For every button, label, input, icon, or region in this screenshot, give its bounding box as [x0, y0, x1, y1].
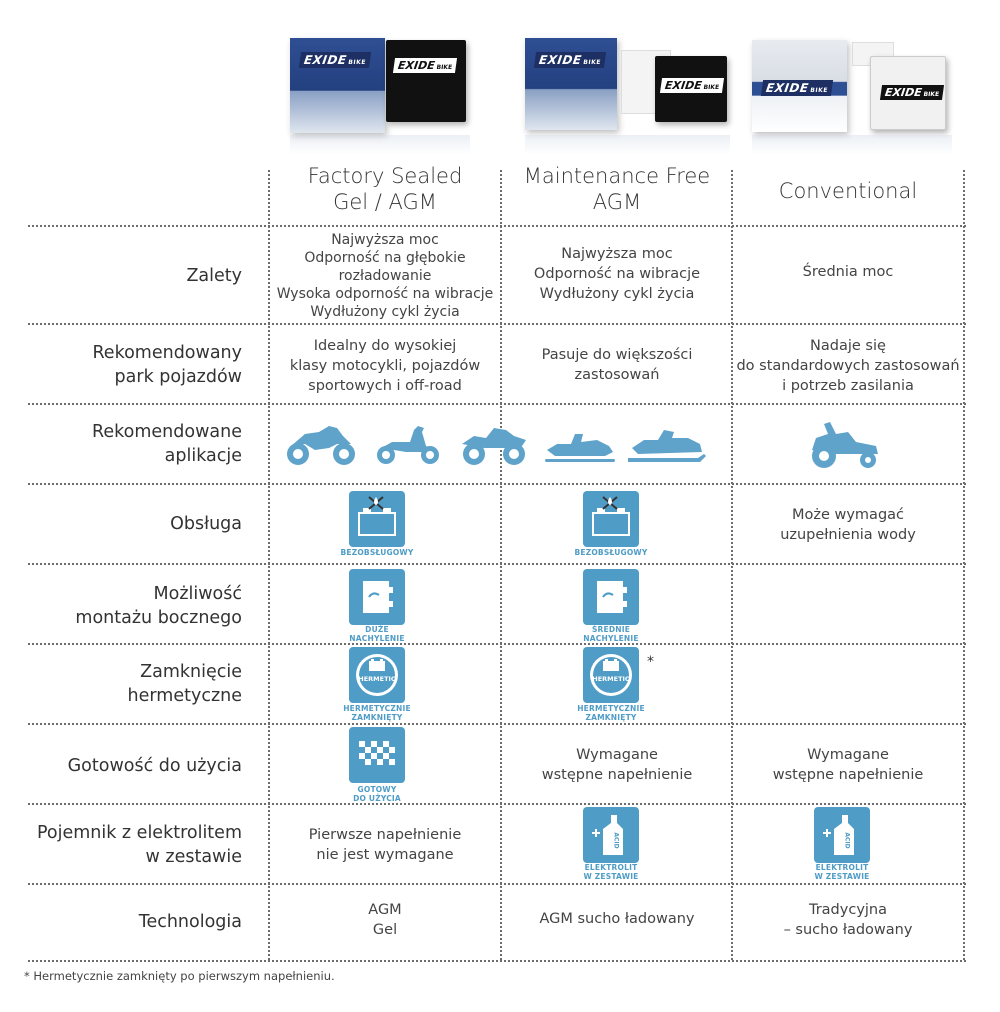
cell-elektrolit-gel-agm: Pierwsze napełnienie nie jest wymagane [308, 827, 462, 863]
column-title-gel-agm: Factory Sealed Gel / AGM [307, 164, 463, 214]
caption-maintenance-free: BEZOBSŁUGOWY [574, 548, 648, 557]
row-label-gotowosc: Gotowość do użycia [67, 756, 242, 776]
footnote: * Hermetycznie zamknięty po pierwszym na… [24, 969, 335, 983]
row-label-zalety: Zalety [186, 266, 242, 286]
row-label-montaz: Możliwość montażu bocznego [75, 584, 242, 628]
cell-obsluga-conventional: Może wymagać uzupełnienia wody [780, 507, 916, 543]
battery: EXIDEBIKE [655, 56, 727, 122]
reflection [525, 135, 730, 155]
sport-motorcycle-icon [287, 426, 355, 465]
grid-hline [28, 483, 966, 485]
exide-logo: EXIDEBIKE [879, 85, 945, 100]
hermetic-badge: HERMETIC [592, 675, 630, 683]
caption-medium-tilt: ŚREDNIE NACHYLENIE [583, 625, 639, 643]
product-image-conventional: EXIDEBIKE EXIDEBIKE [752, 30, 952, 155]
cell-technologia-gel-agm: AGM Gel [368, 902, 402, 938]
column-title-conventional: Conventional [778, 179, 918, 203]
cell-zalety-agm: Najwyższa moc Odporność na wibracje Wydł… [533, 246, 701, 302]
grid-hline [28, 723, 966, 725]
battery-box: EXIDEBIKE [290, 38, 385, 133]
cell-park-conventional: Nadaje się do standardowych zastosowań i… [736, 338, 960, 394]
atv-icon [462, 428, 526, 465]
acid-label: ACID [612, 832, 620, 849]
snowmobile-icon [628, 430, 706, 462]
hermetic-icon: HERMETIC [349, 647, 405, 703]
row-label-hermetic: Zamknięcie hermetyczne [127, 662, 242, 706]
hermetic-icon: HERMETIC [583, 647, 639, 703]
grid-hline [28, 323, 966, 325]
ready-to-use-flag-icon [349, 727, 405, 783]
grid-hline [28, 960, 966, 962]
maintenance-free-icon [583, 491, 639, 547]
side-mount-tilt-icon [583, 569, 639, 625]
grid-hline [28, 225, 966, 227]
grid-hline [28, 403, 966, 405]
grid-hline [28, 643, 966, 645]
cell-zalety-conventional: Średnia moc [802, 264, 894, 280]
grid-hline [28, 563, 966, 565]
cell-park-agm: Pasuje do większości zastosowań [541, 347, 693, 383]
grid-hline [28, 803, 966, 805]
exide-logo: EXIDEBIKE [298, 52, 372, 68]
cell-gotowosc-agm: Wymagane wstępne napełnienie [541, 747, 693, 783]
cell-technologia-agm: AGM sucho ładowany [539, 911, 695, 927]
battery-box: EXIDEBIKE [752, 40, 847, 132]
side-mount-tilt-icon [349, 569, 405, 625]
grid-vline [500, 170, 502, 960]
reflection [752, 135, 952, 155]
cell-technologia-conventional: Tradycyjna – sucho ładowany [783, 902, 913, 938]
row-label-aplikacje: Rekomendowane aplikacje [92, 422, 242, 466]
grid-vline [731, 170, 733, 960]
cell-park-gel-agm: Idealny do wysokiej klasy motocykli, poj… [289, 338, 481, 394]
exide-logo: EXIDEBIKE [533, 52, 607, 68]
grid-vline [268, 170, 270, 960]
footnote-marker: * [647, 654, 654, 670]
acid-bottle-icon: ACID [583, 807, 639, 863]
scooter-icon [377, 426, 439, 464]
reflection [290, 135, 470, 155]
row-label-elektrolit: Pojemnik z elektrolitem w zestawie [36, 823, 242, 867]
grid-hline [28, 883, 966, 885]
grid-vline [963, 170, 965, 960]
acid-label: ACID [843, 832, 851, 849]
battery: EXIDEBIKE [386, 40, 466, 122]
jet-ski-icon [545, 434, 615, 462]
caption-hermetic: HERMETYCZNIE ZAMKNIĘTY [343, 704, 411, 722]
product-image-agm: EXIDEBIKE EXIDEBIKE [525, 30, 730, 155]
cell-gotowosc-conventional: Wymagane wstępne napełnienie [772, 747, 924, 783]
acid-bottle-icon: ACID [814, 807, 870, 863]
row-label-technologia: Technologia [138, 912, 242, 932]
caption-electrolyte-included: ELEKTROLIT W ZESTAWIE [814, 863, 870, 881]
lawn-tractor-icon [812, 422, 878, 468]
battery: EXIDEBIKE [870, 56, 946, 130]
product-image-gel-agm: EXIDEBIKE EXIDEBIKE [290, 30, 470, 155]
maintenance-free-icon [349, 491, 405, 547]
row-label-park: Rekomendowany park pojazdów [92, 343, 242, 387]
caption-maintenance-free: BEZOBSŁUGOWY [340, 548, 414, 557]
caption-high-tilt: DUŻE NACHYLENIE [349, 625, 405, 643]
caption-ready-to-use: GOTOWY DO UŻYCIA [353, 785, 401, 803]
exide-logo: EXIDEBIKE [392, 58, 458, 73]
exide-logo: EXIDEBIKE [760, 80, 834, 96]
battery-box: EXIDEBIKE [525, 38, 617, 130]
caption-hermetic: HERMETYCZNIE ZAMKNIĘTY [577, 704, 645, 722]
column-title-agm: Maintenance Free AGM [523, 164, 711, 214]
cell-zalety-gel-agm: Najwyższa moc Odporność na głębokie rozł… [276, 232, 494, 320]
caption-electrolyte-included: ELEKTROLIT W ZESTAWIE [583, 863, 639, 881]
exide-logo: EXIDEBIKE [659, 78, 725, 93]
hermetic-badge: HERMETIC [358, 675, 396, 683]
row-label-obsluga: Obsługa [170, 514, 242, 534]
